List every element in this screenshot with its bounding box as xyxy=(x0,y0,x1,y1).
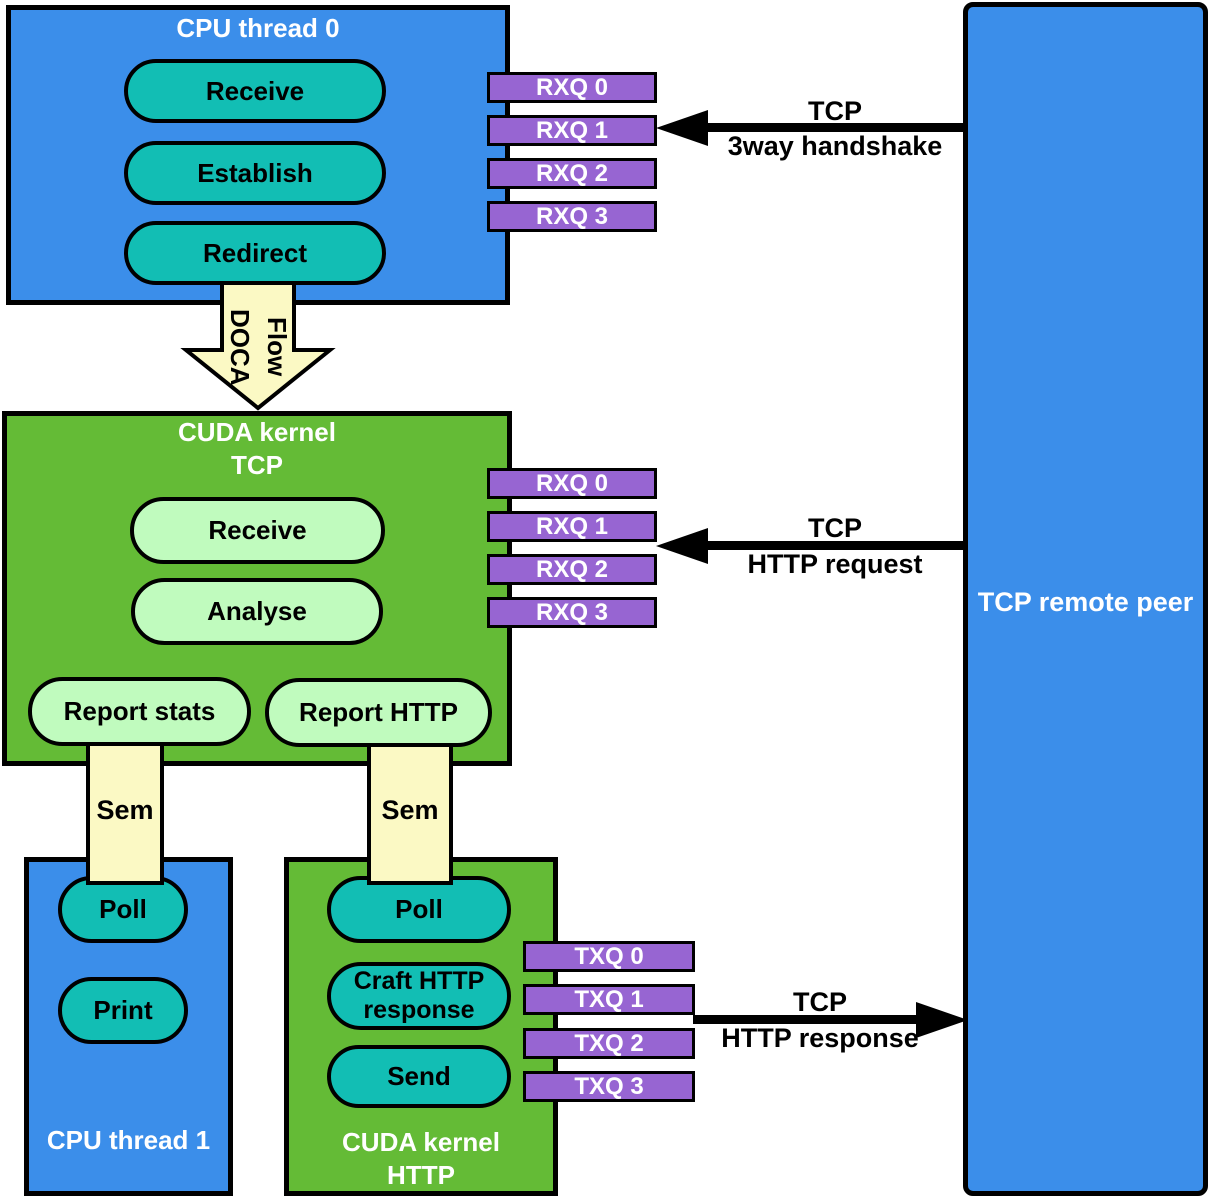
sem-right-connector xyxy=(367,737,453,885)
pill-analyse: Analyse xyxy=(131,578,383,645)
rxq-top-2: RXQ 2 xyxy=(487,158,657,189)
response-arrow-shaft xyxy=(693,1015,920,1024)
pill-receive-cuda-tcp: Receive xyxy=(130,497,385,564)
pill-craft-http-response: Craft HTTP response xyxy=(327,962,511,1030)
doca-flow-label-line1: DOCA xyxy=(225,308,255,386)
rxq-top-1: RXQ 1 xyxy=(487,115,657,146)
rxq-mid-2: RXQ 2 xyxy=(487,554,657,585)
doca-flow-label: DOCA Flow xyxy=(221,298,295,396)
pill-send: Send xyxy=(327,1045,511,1108)
doca-flow-label-line2: Flow xyxy=(262,317,292,377)
rxq-mid-3: RXQ 3 xyxy=(487,597,657,628)
pill-redirect: Redirect xyxy=(124,221,386,285)
pill-poll-cuda-http: Poll xyxy=(327,876,511,943)
txq-1: TXQ 1 xyxy=(523,984,695,1015)
rxq-top-3: RXQ 3 xyxy=(487,201,657,232)
cuda-kernel-tcp-title-line2: TCP xyxy=(231,450,283,480)
txq-3: TXQ 3 xyxy=(523,1071,695,1102)
sem-left-label: Sem xyxy=(96,795,154,825)
tcp-remote-peer-box xyxy=(963,2,1208,1196)
request-arrow-shaft xyxy=(700,541,968,550)
response-label-line1: TCP xyxy=(793,987,847,1017)
pill-poll-cpu1: Poll xyxy=(58,876,188,943)
rxq-mid-0: RXQ 0 xyxy=(487,468,657,499)
request-arrow-head-icon xyxy=(656,528,708,564)
cuda-kernel-http-title-line1: CUDA kernel xyxy=(342,1127,500,1157)
cpu-thread-1-title: CPU thread 1 xyxy=(46,1125,211,1155)
sem-left-connector xyxy=(86,737,164,885)
request-label-line1: TCP xyxy=(808,513,862,543)
cuda-kernel-http-title: CUDA kernel HTTP xyxy=(284,1126,558,1192)
handshake-arrow-shaft xyxy=(700,123,968,132)
pill-print: Print xyxy=(58,977,188,1044)
handshake-label-line1: TCP xyxy=(808,96,862,126)
pill-receive-cpu0: Receive xyxy=(124,59,386,123)
cuda-kernel-tcp-title: CUDA kernel TCP xyxy=(2,416,512,482)
response-label-line2: HTTP response xyxy=(721,1023,919,1053)
tcp-remote-peer-title: TCP remote peer xyxy=(977,587,1194,617)
cuda-kernel-http-title-line2: HTTP xyxy=(387,1160,455,1190)
pill-establish: Establish xyxy=(124,141,386,205)
cuda-kernel-tcp-title-line1: CUDA kernel xyxy=(178,417,336,447)
rxq-top-0: RXQ 0 xyxy=(487,72,657,103)
pill-report-http: Report HTTP xyxy=(265,678,492,747)
handshake-arrow-head-icon xyxy=(656,110,708,146)
response-arrow-head-icon xyxy=(916,1002,968,1038)
cpu-thread-0-title: CPU thread 0 xyxy=(176,13,340,43)
request-label-line2: HTTP request xyxy=(747,549,923,579)
txq-2: TXQ 2 xyxy=(523,1028,695,1059)
txq-0: TXQ 0 xyxy=(523,941,695,972)
rxq-mid-1: RXQ 1 xyxy=(487,511,657,542)
sem-right-label: Sem xyxy=(381,795,439,825)
handshake-label-line2: 3way handshake xyxy=(727,131,943,161)
pill-report-stats: Report stats xyxy=(28,677,251,746)
